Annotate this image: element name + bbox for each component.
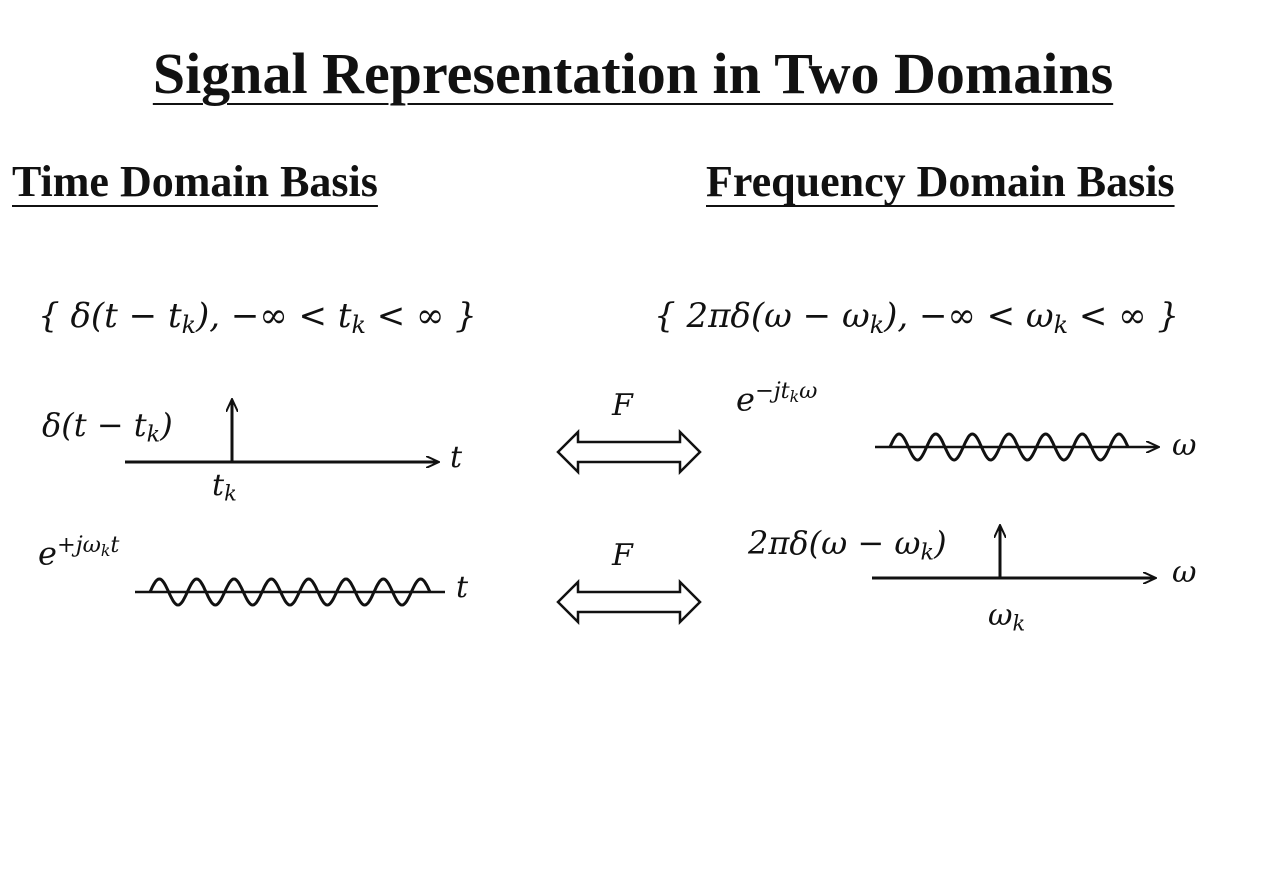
time-exp-label: e+jωkt <box>38 532 120 573</box>
time-exp-wave <box>148 577 432 607</box>
transform-double-arrow-1 <box>556 428 702 476</box>
frequency-basis-set: { 2πδ(ω − ωk), −∞ < ωk < ∞ } <box>654 296 1179 339</box>
freq-impulse-label: 2πδ(ω − ωk) <box>748 524 947 566</box>
time-impulse-label: δ(t − tk) <box>42 406 173 448</box>
time-impulse-axis-label: t <box>450 440 463 475</box>
transform-label-2: F <box>612 538 633 573</box>
page-title: Signal Representation in Two Domains <box>152 41 1114 106</box>
frequency-domain-heading: Frequency Domain Basis <box>706 157 1175 206</box>
freq-exp-label: e−jtkω <box>736 378 818 419</box>
freq-impulse-axis-label: ω <box>1172 555 1197 590</box>
time-basis-set: { δ(t − tk), −∞ < tk < ∞ } <box>38 296 477 339</box>
freq-exp-wave <box>888 432 1130 462</box>
transform-label-1: F <box>612 388 633 423</box>
time-domain-heading: Time Domain Basis <box>12 157 378 206</box>
freq-exp-axis-label: ω <box>1172 428 1197 463</box>
time-exp-axis-label: t <box>456 570 469 605</box>
time-impulse-position-label: tk <box>212 468 237 506</box>
transform-double-arrow-2 <box>556 578 702 626</box>
freq-impulse-position-label: ωk <box>988 598 1026 636</box>
